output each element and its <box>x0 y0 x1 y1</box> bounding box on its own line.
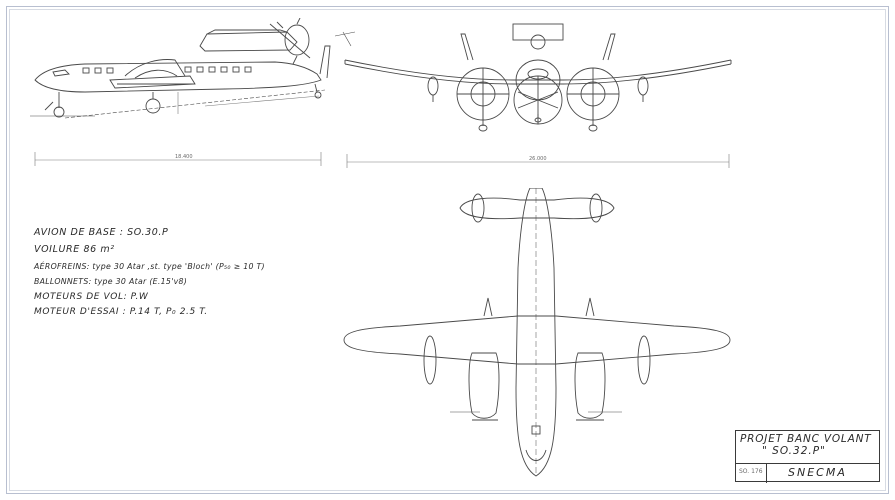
title-block-designation: " SO.32.P" <box>762 445 826 457</box>
front-test-pod <box>512 23 564 41</box>
front-span-label: 26.000 <box>529 156 547 162</box>
top-main-wing <box>343 315 731 365</box>
note-balloonets: BALLONNETS: type 30 Atar (E.15'v8) <box>34 277 188 286</box>
side-fuselage <box>34 61 322 93</box>
side-windows <box>82 66 252 74</box>
top-tailplane <box>459 197 615 220</box>
top-view <box>343 188 731 477</box>
sheet-border <box>6 6 889 494</box>
side-view: 18.400 <box>30 18 355 166</box>
note-base-aircraft: AVION DE BASE : SO.30.P <box>34 227 169 238</box>
title-block-divider <box>766 464 767 483</box>
title-block-company: SNECMA <box>788 466 847 479</box>
title-block-footer: SO. 176 SNECMA <box>736 463 879 483</box>
sheet-inner-border <box>9 9 886 491</box>
note-test-engine: MOTEUR D'ESSAI : P.14 T, P₀ 2.5 T. <box>34 307 208 317</box>
note-airbrakes: AÉROFREINS: type 30 Atar ,st. type 'Bloc… <box>34 262 265 271</box>
side-length-label: 18.400 <box>175 154 193 160</box>
title-block: PROJET BANC VOLANT " SO.32.P" SO. 176 SN… <box>735 430 880 483</box>
top-fuselage <box>515 188 557 477</box>
title-block-project: PROJET BANC VOLANT <box>740 433 872 445</box>
front-view: 26.000 <box>344 23 732 168</box>
note-wing: VOILURE 86 m² <box>34 244 115 255</box>
title-block-reference: SO. 176 <box>739 468 763 475</box>
note-flight-engines: MOTEURS DE VOL: P.W <box>34 292 149 302</box>
